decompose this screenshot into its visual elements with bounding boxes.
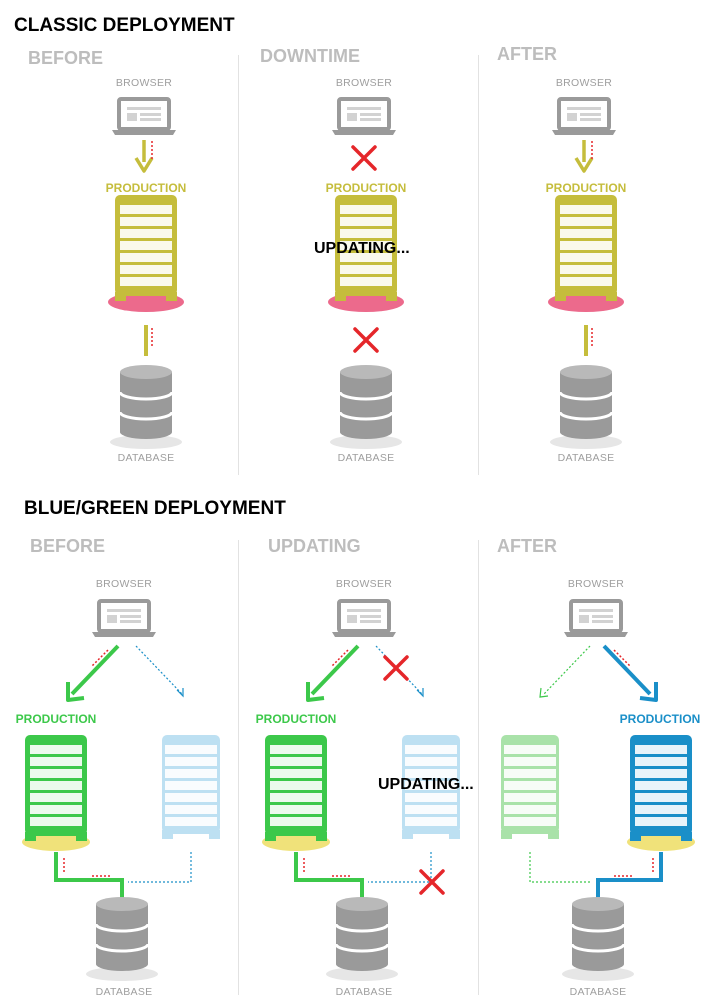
arrow-icon: [135, 645, 184, 698]
classic-before-label: BEFORE: [28, 48, 104, 68]
classic-downtime-panel: [328, 97, 404, 451]
bluegreen-updating-label: UPDATING: [268, 536, 361, 556]
arrow-icon: [539, 645, 591, 698]
server-rack-icon: [501, 735, 559, 839]
arrow-icon: [306, 644, 360, 702]
panel-divider: [478, 55, 479, 475]
bluegreen-before-label: BEFORE: [30, 536, 106, 556]
arrow-icon: [602, 644, 658, 702]
database-label: DATABASE: [557, 452, 615, 464]
updating-status: UPDATING...: [378, 776, 474, 793]
server-rack-icon: [328, 195, 404, 312]
server-rack-icon: [627, 735, 695, 851]
browser-label: BROWSER: [115, 77, 173, 89]
production-label: PRODUCTION: [619, 712, 701, 726]
arrow-icon: [574, 140, 594, 173]
database-label: DATABASE: [95, 986, 153, 998]
panel-divider: [238, 540, 239, 995]
server-rack-icon: [108, 195, 184, 312]
database-label: DATABASE: [569, 986, 627, 998]
classic-deployment-title: CLASSIC DEPLOYMENT: [14, 15, 235, 36]
database-label: DATABASE: [337, 452, 395, 464]
production-label: PRODUCTION: [105, 181, 187, 195]
bluegreen-after-label: AFTER: [497, 536, 557, 556]
arrow-icon: [134, 140, 154, 173]
bluegreen-before-panel: [22, 599, 220, 983]
server-rack-icon: [548, 195, 624, 312]
browser-label: BROWSER: [95, 578, 153, 590]
bluegreen-updating-panel: [262, 599, 460, 983]
browser-label: BROWSER: [335, 578, 393, 590]
server-rack-icon: [402, 735, 460, 839]
production-label: PRODUCTION: [325, 181, 407, 195]
classic-before-panel: [108, 97, 184, 451]
server-rack-icon: [22, 735, 90, 851]
production-label: PRODUCTION: [545, 181, 627, 195]
bluegreen-deployment-title: BLUE/GREEN DEPLOYMENT: [24, 498, 286, 519]
panel-divider: [478, 540, 479, 995]
arrow-icon: [66, 644, 120, 702]
database-label: DATABASE: [335, 986, 393, 998]
browser-label: BROWSER: [567, 578, 625, 590]
server-rack-icon: [262, 735, 330, 851]
classic-after-panel: [548, 97, 624, 451]
updating-status: UPDATING...: [314, 240, 410, 257]
production-label: PRODUCTION: [255, 712, 337, 726]
bluegreen-after-panel: [501, 599, 695, 983]
classic-downtime-label: DOWNTIME: [260, 46, 360, 66]
panel-divider: [238, 55, 239, 475]
server-rack-icon: [162, 735, 220, 839]
database-label: DATABASE: [117, 452, 175, 464]
classic-after-label: AFTER: [497, 44, 557, 64]
browser-label: BROWSER: [555, 77, 613, 89]
browser-label: BROWSER: [335, 77, 393, 89]
production-label: PRODUCTION: [15, 712, 97, 726]
